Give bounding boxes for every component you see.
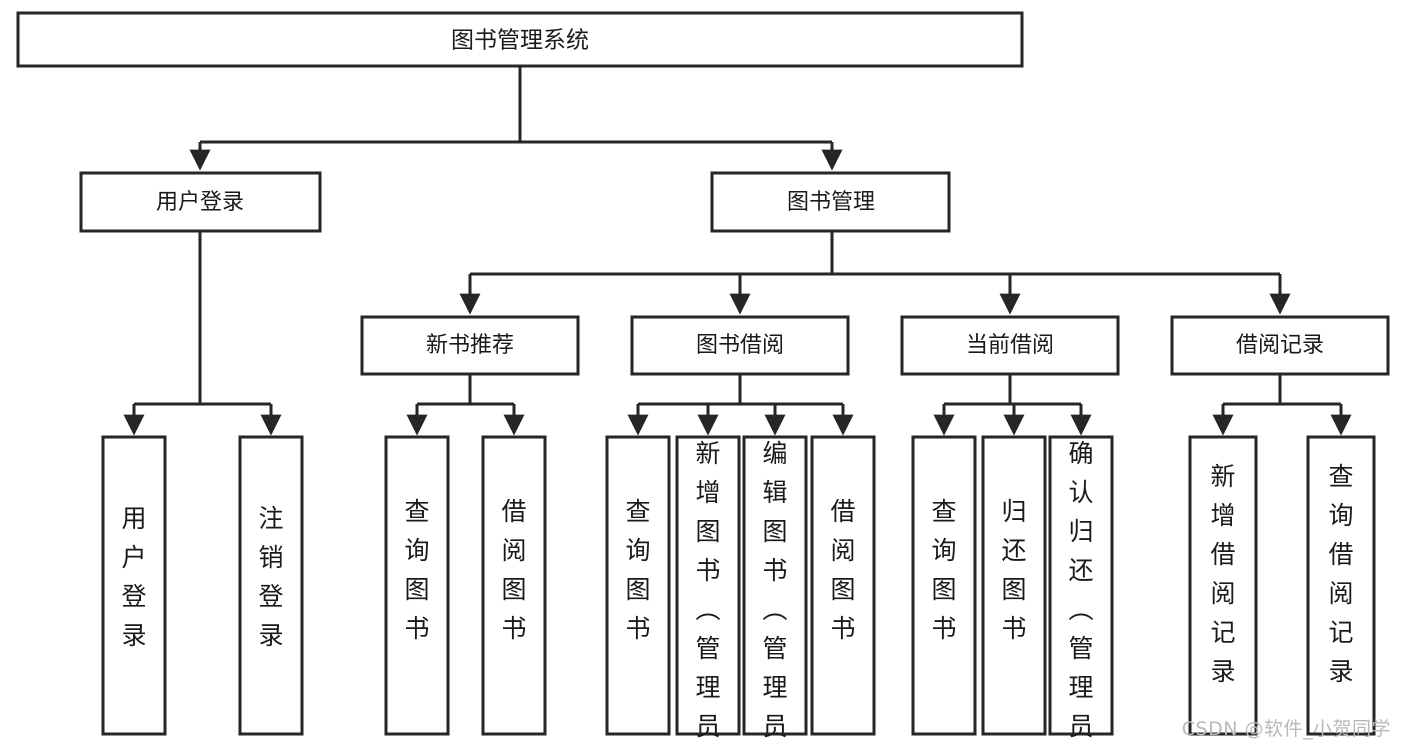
node-book-borrow-box [630,315,850,376]
connector-group [123,66,1352,436]
node-current-borrow-box [900,315,1120,376]
leaf-edit-book-admin-label: 编辑图书︵管理员︶ [762,439,787,747]
node-root[interactable]: 图书管理系统 [16,11,1024,68]
leaf-user-login-label: 用户登录 [121,504,146,650]
leaf-borrow-book-box [810,435,876,736]
leaf-borrow-book-newbook-label: 借阅图书 [501,497,526,643]
leaf-query-book-borrow-label: 查询图书 [625,497,650,643]
leaf-add-book-admin-label: 新增图书︵管理员︶ [695,439,720,747]
node-new-book-recommend-label: 新书推荐 [426,333,514,358]
leaf-confirm-return-admin-box [1048,435,1114,736]
leaf-query-book-current[interactable]: 查询图书 [911,435,977,736]
node-borrow-records-label: 借阅记录 [1236,333,1324,358]
leaf-query-book-borrow-box [605,435,671,736]
node-current-borrow[interactable]: 当前借阅 [900,315,1120,376]
leaf-logout[interactable]: 注销登录 [238,435,304,736]
leaf-query-borrow-record-label: 查询借阅记录 [1328,462,1353,686]
leaf-user-login[interactable]: 用户登录 [101,435,167,736]
leaf-edit-book-admin-box [742,435,808,736]
node-borrow-records[interactable]: 借阅记录 [1170,315,1390,376]
node-user-login[interactable]: 用户登录 [79,171,322,233]
node-user-login-label: 用户登录 [156,190,244,215]
leaf-return-book-box [981,435,1047,736]
leaf-borrow-book[interactable]: 借阅图书 [810,435,876,736]
leaf-query-book-current-label: 查询图书 [931,497,956,643]
node-book-borrow[interactable]: 图书借阅 [630,315,850,376]
leaf-add-borrow-record-label: 新增借阅记录 [1210,462,1235,686]
leaf-edit-book-admin[interactable]: 编辑图书︵管理员︶ [742,435,808,747]
leaf-return-book[interactable]: 归还图书 [981,435,1047,736]
node-borrow-records-box [1170,315,1390,376]
leaf-borrow-book-label: 借阅图书 [830,497,855,643]
leaf-query-borrow-record[interactable]: 查询借阅记录 [1306,435,1376,736]
leaf-add-borrow-record-box [1188,435,1258,736]
leaf-logout-box [238,435,304,736]
leaf-borrow-book-newbook-box [481,435,547,736]
node-root-box [16,11,1024,68]
leaf-return-book-label: 归还图书 [1001,497,1026,643]
leaf-logout-label: 注销登录 [258,504,283,650]
leaf-add-book-admin-box [675,435,741,736]
node-book-manage-box [710,171,951,233]
leaf-query-book-current-box [911,435,977,736]
leaf-add-borrow-record[interactable]: 新增借阅记录 [1188,435,1258,736]
node-current-borrow-label: 当前借阅 [966,333,1054,358]
node-new-book-recommend[interactable]: 新书推荐 [360,315,580,376]
node-new-book-recommend-box [360,315,580,376]
leaf-borrow-book-newbook[interactable]: 借阅图书 [481,435,547,736]
csdn-watermark: CSDN @软件_小贺同学 [1181,718,1391,740]
leaf-query-book-borrow[interactable]: 查询图书 [605,435,671,736]
node-book-manage[interactable]: 图书管理 [710,171,951,233]
leaf-query-borrow-record-box [1306,435,1376,736]
node-user-login-box [79,171,322,233]
node-root-label: 图书管理系统 [451,28,589,54]
leaf-query-book-newbook-label: 查询图书 [404,497,429,643]
node-book-manage-label: 图书管理 [787,190,875,215]
leaf-add-book-admin[interactable]: 新增图书︵管理员︶ [675,435,741,747]
node-book-borrow-label: 图书借阅 [696,333,784,358]
leaf-user-login-box [101,435,167,736]
leaf-query-book-newbook-box [384,435,450,736]
leaf-confirm-return-admin-label: 确认归还︵管理员︶ [1068,439,1093,747]
leaf-confirm-return-admin[interactable]: 确认归还︵管理员︶ [1048,435,1114,747]
leaf-query-book-newbook[interactable]: 查询图书 [384,435,450,736]
